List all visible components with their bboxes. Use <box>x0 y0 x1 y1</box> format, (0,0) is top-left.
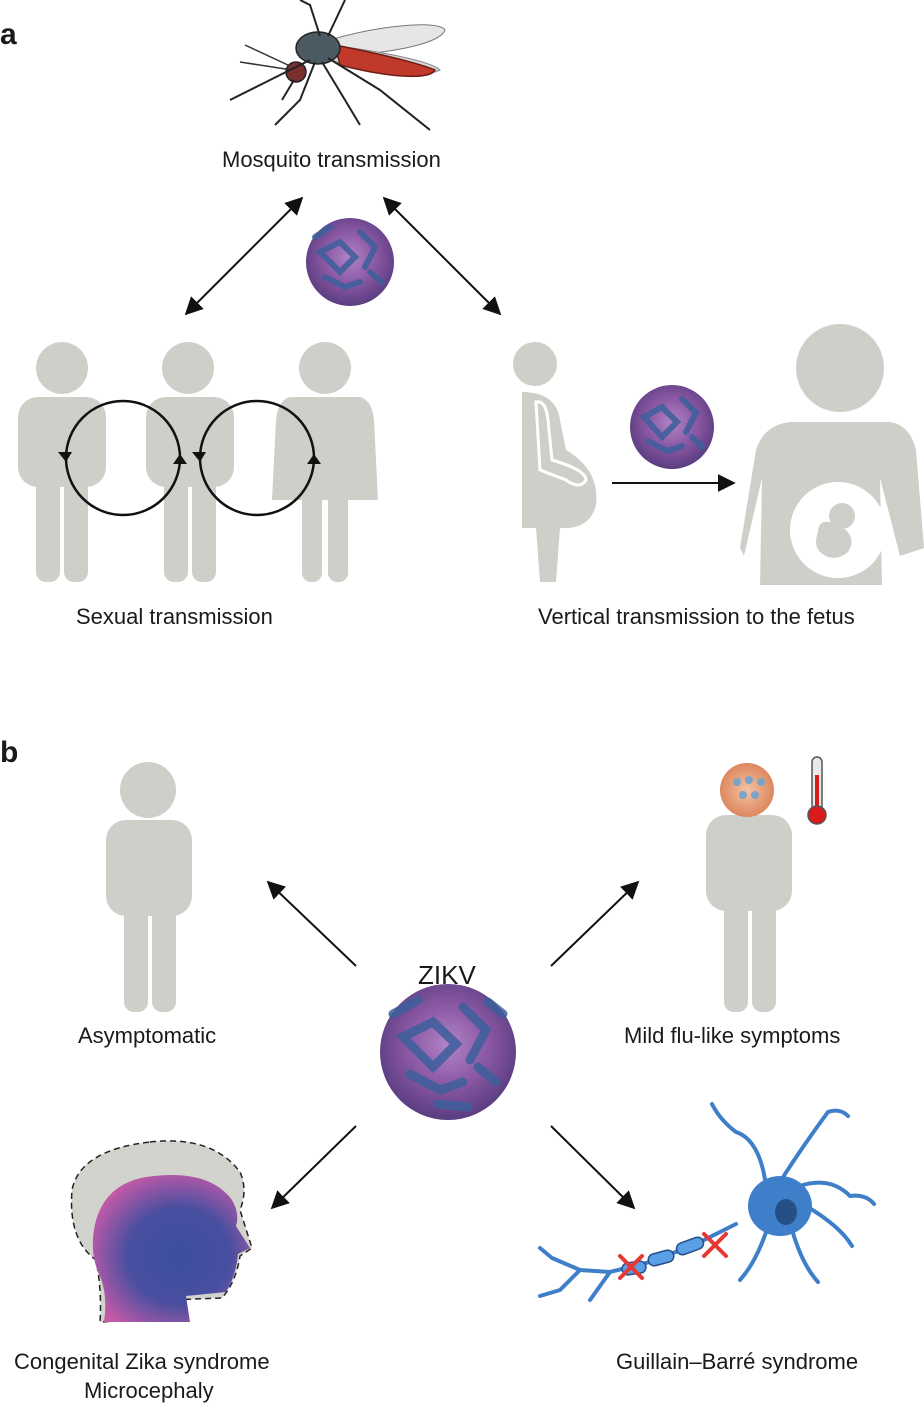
zika-virus-large-icon <box>380 984 516 1120</box>
mild-symptoms-figure <box>706 815 792 1012</box>
sweating-head-icon <box>720 763 774 817</box>
male-figure-middle <box>146 342 234 582</box>
female-figure <box>272 342 378 582</box>
arrow-to-gbs <box>550 1125 636 1210</box>
sexual-transmission-label: Sexual transmission <box>76 604 273 629</box>
congenital-zika-label: Congenital Zika syndrome <box>14 1349 270 1374</box>
mild-symptoms-label: Mild flu-like symptoms <box>624 1023 841 1048</box>
arrow-mosquito-vertical <box>382 196 502 316</box>
asymptomatic-label: Asymptomatic <box>78 1023 217 1048</box>
panel-label-a: a <box>0 18 17 51</box>
neuron-icon <box>538 1102 876 1302</box>
arrow-to-asymptomatic <box>266 880 357 967</box>
panel-label-b: b <box>0 736 19 769</box>
pregnant-woman-figure <box>513 342 597 582</box>
fetus-icon <box>790 482 886 578</box>
thermometer-icon <box>807 756 827 825</box>
mosquito-transmission-label: Mosquito transmission <box>222 147 441 172</box>
zika-virus-icon <box>630 385 714 469</box>
vertical-transmission-label: Vertical transmission to the fetus <box>538 604 855 629</box>
guillain-barre-label: Guillain–Barré syndrome <box>616 1349 859 1374</box>
arrow-mosquito-sexual <box>184 196 304 316</box>
zikv-label: ZIKV <box>418 960 476 990</box>
demyelination-cross-icon <box>618 1232 728 1280</box>
mosquito-icon <box>229 0 446 131</box>
zika-virus-icon <box>306 218 394 306</box>
microcephaly-head-icon <box>70 1140 253 1323</box>
male-figure-left <box>18 342 106 582</box>
microcephaly-label: Microcephaly <box>84 1378 214 1403</box>
arrow-to-congenital <box>270 1125 357 1210</box>
arrow-to-mild <box>550 880 640 967</box>
asymptomatic-figure <box>106 762 192 1012</box>
